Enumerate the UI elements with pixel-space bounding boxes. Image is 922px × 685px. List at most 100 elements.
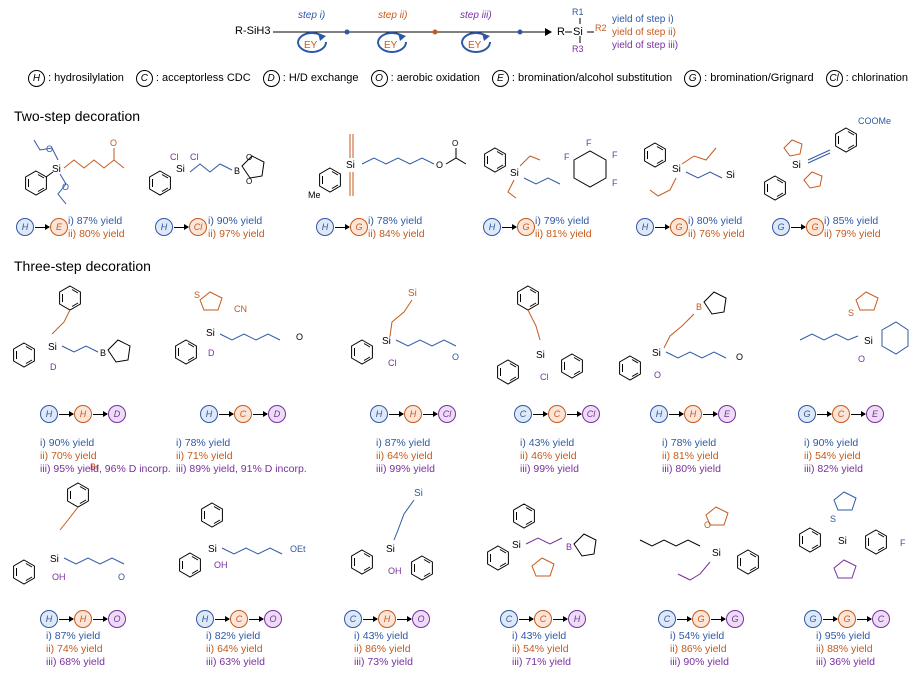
svg-text:O: O <box>704 520 711 530</box>
svg-text:F: F <box>564 152 570 162</box>
svg-text:O: O <box>62 182 69 192</box>
svg-text:EY: EY <box>468 40 482 51</box>
structure-2s-6: Si COOMe <box>764 116 891 201</box>
structure-3s-8: Si OH OEt <box>179 502 306 578</box>
svg-text:F: F <box>612 150 618 160</box>
svg-text:O: O <box>246 153 252 162</box>
yield-note-2: yield of step ii) <box>612 27 676 38</box>
svg-text:CN: CN <box>234 304 247 314</box>
svg-text:O: O <box>46 144 53 154</box>
svg-text:OH: OH <box>52 572 66 582</box>
structure-3s-4: Si Cl <box>497 285 583 385</box>
ey-cycle-2: EY <box>377 31 407 53</box>
svg-text:D: D <box>50 362 57 372</box>
svg-text:Si: Si <box>50 554 59 565</box>
svg-text:Me: Me <box>308 190 321 200</box>
svg-text:S: S <box>830 514 836 524</box>
svg-text:R: R <box>557 26 565 38</box>
structure-3s-3: Si Si Cl O <box>351 288 459 368</box>
structure-3s-2: S CN Si D O <box>175 290 303 365</box>
svg-text:F: F <box>612 178 618 188</box>
step-1-label: step i) <box>298 10 325 21</box>
structure-2s-5: Si Si <box>644 142 735 197</box>
svg-text:Cl: Cl <box>540 372 549 382</box>
svg-text:Cl: Cl <box>170 152 179 162</box>
structure-2s-1: Si O O O <box>25 138 125 205</box>
svg-text:Si: Si <box>382 336 391 347</box>
svg-text:R1: R1 <box>572 7 584 17</box>
svg-text:Si: Si <box>652 348 661 359</box>
svg-text:Si: Si <box>176 164 185 175</box>
svg-text:Si: Si <box>536 350 545 361</box>
svg-text:Si: Si <box>206 328 215 339</box>
svg-text:Si: Si <box>386 544 395 555</box>
yield-note-3: yield of step iii) <box>612 40 678 51</box>
legend-item-e: E : bromination/alcohol substitution <box>491 70 672 87</box>
svg-text:Si: Si <box>838 536 847 547</box>
svg-text:Si: Si <box>52 164 61 175</box>
svg-text:B: B <box>566 542 572 552</box>
svg-text:Si: Si <box>208 544 217 555</box>
section-title-two-step: Two-step decoration <box>14 108 141 124</box>
legend-item-g: G : bromination/Grignard <box>684 70 814 87</box>
svg-text:Si: Si <box>414 488 423 499</box>
svg-text:Si: Si <box>864 336 873 347</box>
svg-text:OH: OH <box>388 566 402 576</box>
step-2-label: step ii) <box>378 10 407 21</box>
reaction-scheme-header: R-SiH3 step i) step ii) step iii) EY EY … <box>0 0 922 64</box>
structure-3s-9: Si Si OH <box>351 488 433 581</box>
legend-item-d: D : H/D exchange <box>262 70 359 87</box>
svg-text:OH: OH <box>214 560 228 570</box>
svg-text:Si: Si <box>672 164 681 175</box>
structure-3s-7: Br Si OH O <box>13 462 125 585</box>
header-svg: R-SiH3 step i) step ii) step iii) EY EY … <box>235 7 678 54</box>
svg-text:R3: R3 <box>572 44 584 54</box>
step-3-label: step iii) <box>460 10 492 21</box>
yield-note-1: yield of step i) <box>612 14 674 25</box>
svg-text:Cl: Cl <box>388 358 397 368</box>
structure-3s-6: S Si O <box>799 291 909 364</box>
structure-2s-4: Si F F F F <box>484 138 618 199</box>
legend-item-cl: Cl : chlorination <box>825 70 908 87</box>
structure-2s-3: Me Si O O <box>308 134 467 200</box>
structure-3s-5: B Si O O <box>619 291 743 381</box>
svg-text:Cl: Cl <box>190 152 199 162</box>
svg-text:O: O <box>118 572 125 582</box>
svg-text:B: B <box>234 166 240 176</box>
svg-text:O: O <box>246 177 252 186</box>
two-step-yields-5: i) 80% yield ii) 76% yield <box>688 215 745 240</box>
structure-3s-11: O Si <box>639 506 759 581</box>
svg-text:Si: Si <box>48 342 57 353</box>
svg-text:Si: Si <box>712 548 721 559</box>
svg-text:R2: R2 <box>595 23 607 33</box>
two-step-yields-1: i) 87% yield ii) 80% yield <box>68 215 125 240</box>
svg-text:O: O <box>858 354 865 364</box>
structure-3s-1: Si D B <box>13 285 131 372</box>
legend-item-o: O : aerobic oxidation <box>370 70 480 87</box>
legend-item-h: H : hydrosilylation <box>28 70 124 87</box>
legend: H : hydrosilylation C : acceptorless CDC… <box>28 70 908 87</box>
ey-cycle-1: EY <box>297 31 327 53</box>
svg-text:EY: EY <box>304 40 318 51</box>
svg-text:B: B <box>100 348 106 358</box>
svg-text:F: F <box>900 538 906 548</box>
svg-text:O: O <box>452 352 459 362</box>
svg-text:O: O <box>296 332 303 342</box>
svg-text:D: D <box>208 348 215 358</box>
svg-text:F: F <box>586 138 592 148</box>
